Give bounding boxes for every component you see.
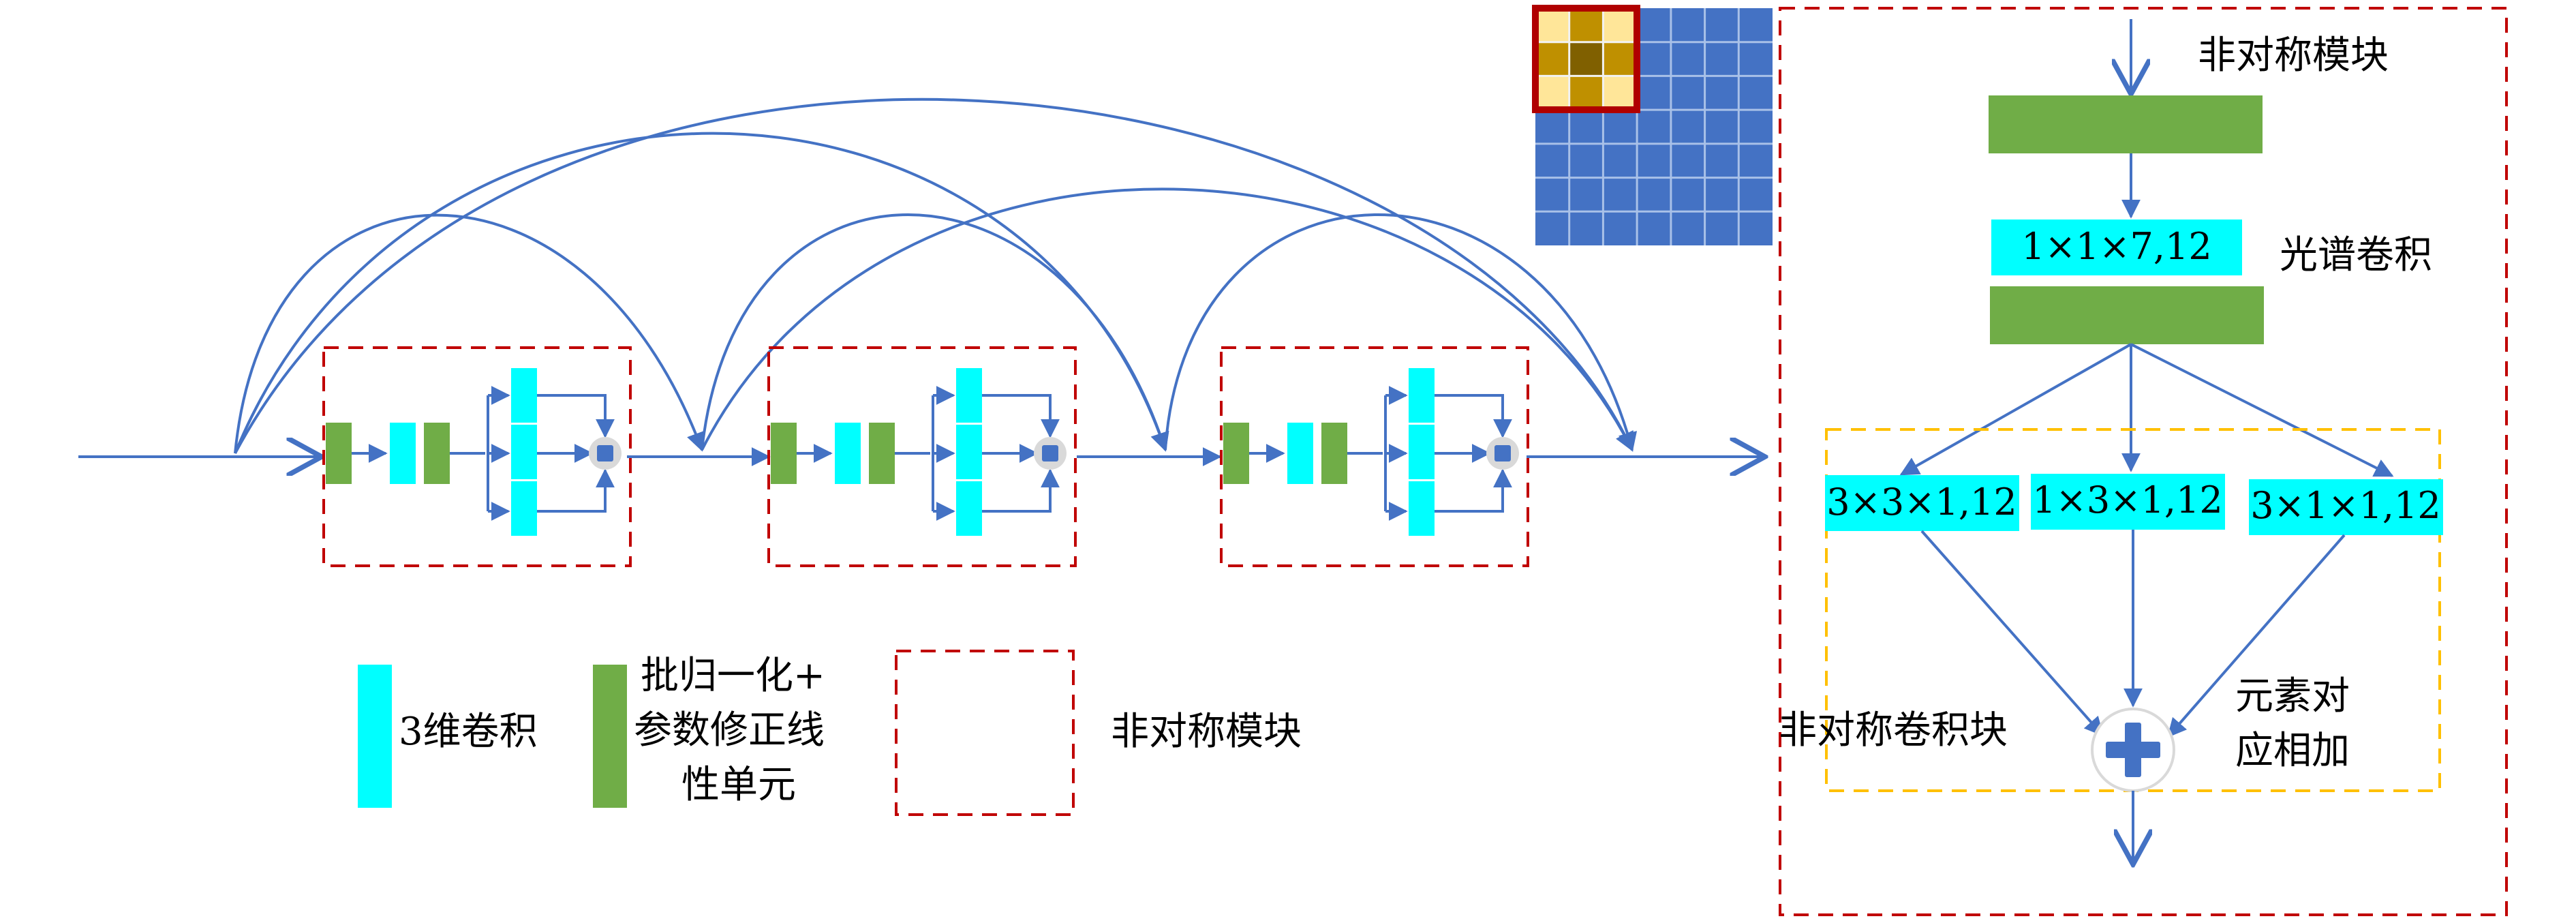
branch-conv-block	[2031, 474, 2225, 530]
bn-prelu-block	[1223, 423, 1249, 484]
conv3d-block	[511, 425, 537, 479]
kernel-highlight	[1532, 5, 1640, 113]
conv3d-block	[956, 425, 982, 479]
asym-module-3	[1220, 346, 1529, 567]
module-border	[1220, 346, 1529, 567]
legend-conv3d-swatch	[358, 665, 392, 808]
skip-arc	[234, 213, 705, 454]
conv3d-block	[1409, 425, 1435, 479]
detail-border	[1779, 7, 2508, 916]
branch-kernel-label: 3×1×1,12	[2250, 484, 2440, 527]
branch-block-label: 非对称卷积块	[1779, 708, 2008, 753]
legend-module-swatch	[895, 650, 1075, 816]
skip-arc	[701, 187, 1634, 452]
bn-prelu-block	[771, 423, 797, 484]
detail-panel: 非对称模块 1×1×7,12 光谱卷积 3×3×1,12 1×3×1,12 3×…	[1779, 7, 2508, 916]
skip-arc	[234, 132, 1169, 454]
module-border	[767, 346, 1077, 567]
skip-connections	[234, 97, 1638, 454]
skip-arc	[701, 213, 1169, 452]
asym-module-2	[767, 346, 1077, 567]
conv3d-block	[1409, 481, 1435, 536]
branch-kernel-label: 1×3×1,12	[2032, 479, 2222, 521]
branch-conv-block	[1825, 475, 2019, 531]
module-border	[322, 346, 632, 567]
bn-prelu-block	[869, 423, 895, 484]
legend: 3维卷积 批归一化+ 参数修正线 性单元 非对称模块	[358, 650, 1302, 816]
bn-prelu-block	[424, 423, 450, 484]
legend-bn-prelu-line3: 性单元	[681, 763, 796, 807]
spectral-conv-block	[1991, 220, 2242, 275]
branch-conv-block	[2249, 479, 2443, 535]
skip-arc	[234, 97, 1634, 454]
conv3d-block	[835, 423, 861, 484]
conv3d-block	[1287, 423, 1313, 484]
conv3d-block	[956, 368, 982, 423]
conv3d-block	[511, 368, 537, 423]
legend-conv3d-label: 3维卷积	[399, 710, 538, 754]
bn-prelu-block	[1990, 286, 2264, 344]
conv3d-block	[1409, 368, 1435, 423]
legend-bn-prelu-line2: 参数修正线	[634, 708, 825, 753]
hsi-patch-grid	[1532, 5, 1773, 245]
spectral-kernel-label: 1×1×7,12	[2021, 225, 2211, 268]
bn-prelu-block	[1989, 95, 2263, 153]
legend-module-label: 非对称模块	[1111, 710, 1302, 754]
detail-title: 非对称模块	[2198, 33, 2389, 78]
sum-label-line1: 元素对	[2235, 674, 2350, 718]
sum-label-line2: 应相加	[2235, 729, 2350, 773]
conv3d-block	[956, 481, 982, 536]
conv3d-block	[390, 423, 416, 484]
legend-bn-prelu-swatch	[593, 665, 627, 808]
skip-arc	[1164, 213, 1638, 452]
legend-bn-prelu-line1: 批归一化+	[641, 654, 825, 698]
spectral-conv-label: 光谱卷积	[2280, 233, 2432, 277]
conv3d-block	[511, 481, 537, 536]
bn-prelu-block	[1321, 423, 1347, 484]
bn-prelu-block	[326, 423, 352, 484]
branch-kernel-label: 3×3×1,12	[1826, 481, 2017, 524]
asym-module-1	[322, 346, 632, 567]
